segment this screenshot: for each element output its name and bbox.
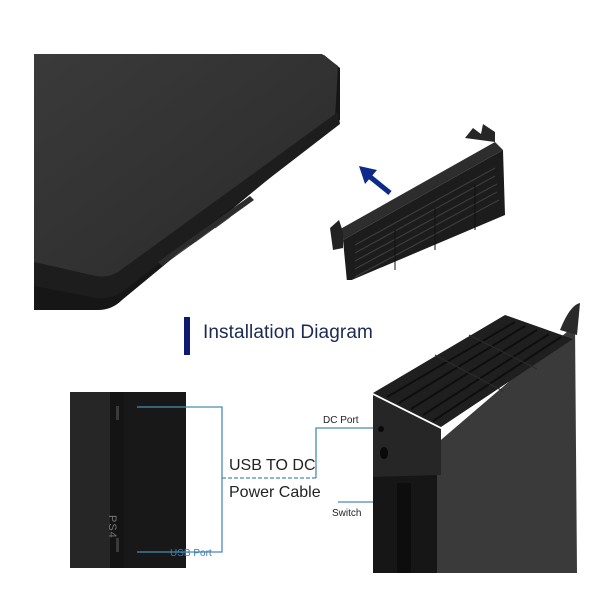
title-accent-bar xyxy=(184,317,190,355)
diagram-title: Installation Diagram xyxy=(203,322,373,343)
insert-arrow-icon xyxy=(355,160,395,200)
dc-port-label: DC Port xyxy=(323,415,359,426)
console-top-illustration xyxy=(34,54,340,310)
cooling-fan-illustration xyxy=(325,120,525,280)
console-usb-side-illustration xyxy=(70,392,186,568)
cable-label-line2: Power Cable xyxy=(229,484,321,501)
console-ps4-marking: PS4 xyxy=(106,515,118,539)
switch-label: Switch xyxy=(332,508,362,519)
usb-port-label: USB Port xyxy=(170,548,212,559)
console-with-fan-illustration xyxy=(365,295,595,580)
cable-label-line1: USB TO DC xyxy=(229,457,316,474)
